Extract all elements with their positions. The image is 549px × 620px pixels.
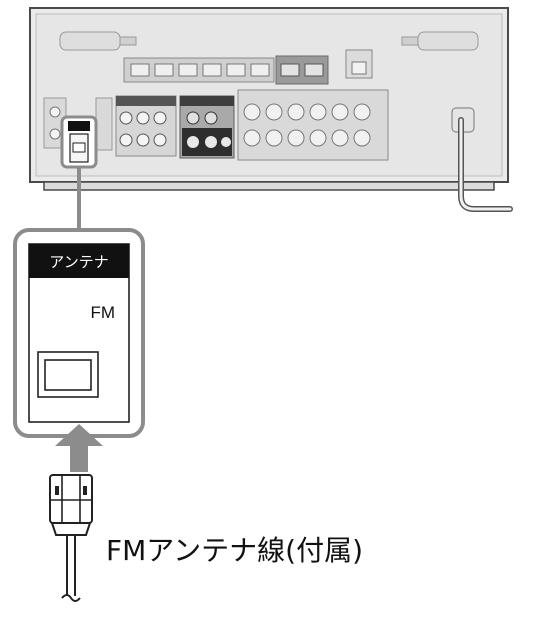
speaker-terminals-dark bbox=[179, 95, 235, 159]
panel-header-bar bbox=[29, 244, 129, 278]
cable-caption: FMアンテナ線(付属) bbox=[106, 534, 363, 567]
speaker-binding-posts bbox=[237, 89, 389, 161]
fm-terminal-label: FM bbox=[90, 303, 115, 322]
insert-direction-arrow bbox=[55, 424, 103, 472]
hdmi-ports-block bbox=[123, 55, 329, 85]
lan-port bbox=[345, 49, 373, 79]
receiver-antenna-terminal-highlight bbox=[60, 115, 98, 169]
panel-header-label: アンテナ bbox=[49, 253, 108, 271]
fm-antenna-cable bbox=[61, 535, 81, 602]
zoomed-antenna-panel: アンテナ FM bbox=[13, 228, 145, 438]
rca-inputs-block bbox=[115, 95, 177, 157]
receiver-rear-panel bbox=[29, 7, 509, 191]
right-wireless-antenna bbox=[401, 31, 479, 51]
fm-antenna-plug bbox=[49, 474, 93, 536]
fm-antenna-socket bbox=[37, 351, 99, 398]
left-wireless-antenna bbox=[59, 31, 137, 51]
